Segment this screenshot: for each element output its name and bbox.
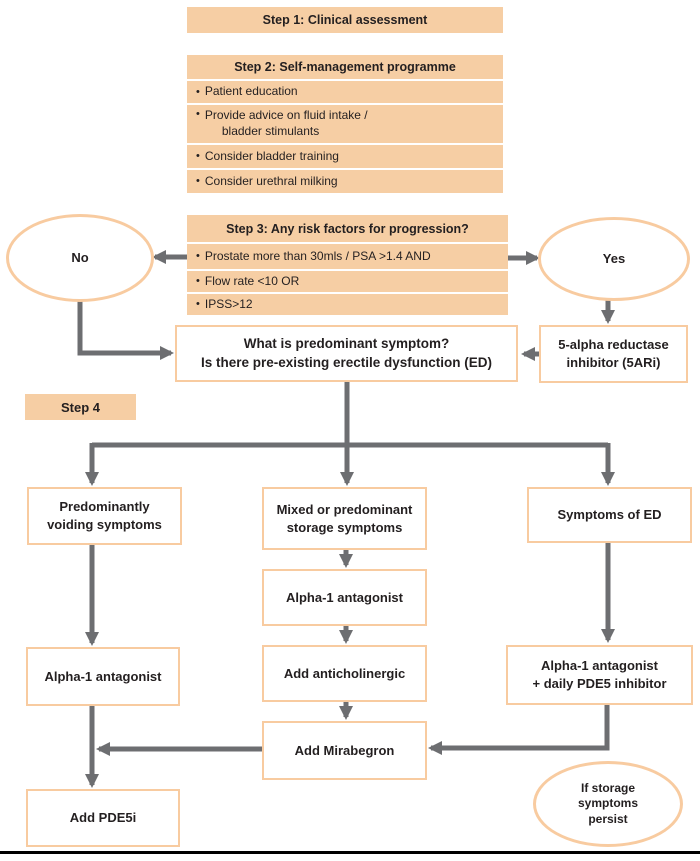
- step2-item-urethral-milking: • Consider urethral milking: [187, 170, 503, 193]
- alpha1-pde5-line2: + daily PDE5 inhibitor: [532, 676, 667, 691]
- alpha1-center-label: Alpha-1 antagonist: [285, 589, 403, 605]
- step2-item-patient-education: • Patient education: [187, 81, 503, 103]
- persist-line2: symptoms: [577, 796, 639, 811]
- step2-item-text-line2: bladder stimulants: [221, 124, 320, 138]
- alpha1-pde5-line1: Alpha-1 antagonist: [540, 658, 658, 674]
- step3-item-prostate-psa: • Prostate more than 30mls / PSA >1.4 AN…: [187, 244, 508, 269]
- step3-title: Step 3: Any risk factors for progression…: [226, 221, 469, 236]
- alpha1-antagonist-center-box: Alpha-1 antagonist: [262, 569, 427, 626]
- mirabegron-label: Add Mirabegron: [294, 742, 395, 758]
- step3-item-ipss: • IPSS>12: [187, 294, 508, 315]
- add-pde5i-box: Add PDE5i: [26, 789, 180, 847]
- voiding-line1: Predominantly: [59, 499, 150, 515]
- alpha1-left-label: Alpha-1 antagonist: [44, 668, 162, 684]
- step2-item-text: Provide advice on fluid intake /: [204, 108, 368, 123]
- five-ari-line1: 5-alpha reductase: [558, 337, 669, 353]
- ed-symptoms-box: Symptoms of ED: [527, 487, 692, 543]
- step4-label: Step 4: [25, 394, 136, 420]
- voiding-symptoms-box: Predominantly voiding symptoms: [27, 487, 182, 545]
- storage-line2: storage symptoms: [286, 519, 403, 535]
- yes-ellipse: Yes: [538, 217, 690, 301]
- bullet-icon: •: [196, 85, 200, 98]
- question-line1: What is predominant symptom?: [243, 336, 450, 352]
- storage-line1: Mixed or predominant: [276, 501, 413, 517]
- step2-item-text: Consider urethral milking: [204, 173, 338, 188]
- alpha1-antagonist-left-box: Alpha-1 antagonist: [26, 647, 180, 706]
- storage-symptoms-box: Mixed or predominant storage symptoms: [262, 487, 427, 550]
- step3-item-flow-rate: • Flow rate <10 OR: [187, 271, 508, 292]
- bullet-icon: •: [196, 275, 200, 288]
- persist-line1: If storage: [580, 780, 635, 795]
- persist-line3: persist: [588, 811, 628, 826]
- storage-persist-ellipse: If storage symptoms persist: [533, 761, 683, 847]
- step2-item-text: Patient education: [204, 84, 298, 99]
- five-ari-box: 5-alpha reductase inhibitor (5ARi): [539, 325, 688, 383]
- step3-item-text: Prostate more than 30mls / PSA >1.4 AND: [204, 248, 431, 263]
- anticholinergic-label: Add anticholinergic: [283, 665, 406, 681]
- bottom-divider: [0, 851, 700, 854]
- step2-item-fluid-advice: • Provide advice on fluid intake / bladd…: [187, 105, 503, 143]
- step3-item-text: Flow rate <10 OR: [204, 273, 300, 288]
- step1-box: Step 1: Clinical assessment: [187, 7, 503, 33]
- add-pde5i-label: Add PDE5i: [69, 810, 137, 826]
- step2-item-text: Consider bladder training: [204, 148, 339, 163]
- step4-text: Step 4: [60, 399, 100, 415]
- bullet-icon: •: [196, 150, 200, 163]
- step3-header: Step 3: Any risk factors for progression…: [187, 215, 508, 242]
- no-ellipse: No: [6, 214, 154, 302]
- step1-title: Step 1: Clinical assessment: [262, 13, 428, 27]
- step2-header: Step 2: Self-management programme: [187, 55, 503, 79]
- yes-label: Yes: [602, 250, 626, 266]
- step3-item-text: IPSS>12: [204, 296, 253, 311]
- question-box: What is predominant symptom? Is there pr…: [175, 325, 518, 382]
- bullet-icon: •: [196, 250, 200, 263]
- alpha1-pde5-box: Alpha-1 antagonist + daily PDE5 inhibito…: [506, 645, 693, 705]
- question-line2: Is there pre-existing erectile dysfuncti…: [200, 354, 493, 370]
- no-label: No: [71, 249, 89, 265]
- bullet-icon: •: [196, 298, 200, 311]
- bullet-icon: •: [196, 108, 200, 120]
- anticholinergic-box: Add anticholinergic: [262, 645, 427, 702]
- five-ari-line2: inhibitor (5ARi): [566, 355, 661, 370]
- step2-item-bladder-training: • Consider bladder training: [187, 145, 503, 168]
- step2-title: Step 2: Self-management programme: [234, 60, 456, 74]
- ed-label: Symptoms of ED: [557, 507, 662, 523]
- mirabegron-box: Add Mirabegron: [262, 721, 427, 780]
- bullet-icon: •: [196, 175, 200, 188]
- voiding-line2: voiding symptoms: [47, 517, 162, 532]
